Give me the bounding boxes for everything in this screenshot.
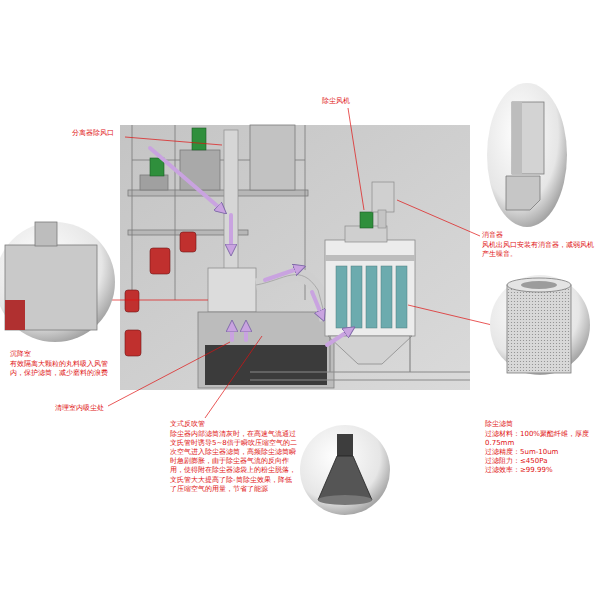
callout-heading: 除尘滤筒 bbox=[485, 420, 595, 429]
callout-group: 沉降室有效隔离大颗粒的丸料吸入风管内，保护滤筒，减少磨料的浪费 bbox=[10, 350, 118, 378]
callout-group: 除尘风机 bbox=[322, 97, 382, 106]
callout-text: 分离器除风口 bbox=[72, 129, 152, 138]
callout-text: 过滤精度：5um-10um bbox=[485, 448, 595, 457]
callout-heading: 消音器 bbox=[482, 231, 597, 240]
callout-text: 除尘器内部滤筒清灰时，在高速气流通过文氏管时诱导5~8倍于瞬吹压缩空气的二次空气… bbox=[170, 430, 298, 494]
callout-group: 文式反吹管除尘器内部滤筒清灰时，在高速气流通过文氏管时诱导5~8倍于瞬吹压缩空气… bbox=[170, 420, 298, 494]
callout-group: 消音器风机出风口安装有消音器，减弱风机产生噪音。 bbox=[482, 231, 597, 259]
callout-heading: 沉降室 bbox=[10, 350, 118, 359]
callout-text: 过滤材料：100%聚酯纤维，厚度0.75mm bbox=[485, 430, 595, 448]
callout-text: 过滤效率：≥99.99% bbox=[485, 466, 595, 475]
callout-text: 有效隔离大颗粒的丸料吸入风管内，保护滤筒，减少磨料的浪费 bbox=[10, 360, 118, 378]
callout-heading: 文式反吹管 bbox=[170, 420, 298, 429]
callout-text: 除尘风机 bbox=[322, 97, 382, 106]
callout-text: 风机出风口安装有消音器，减弱风机产生噪音。 bbox=[482, 241, 597, 259]
callout-text: 清理室内吸尘处 bbox=[55, 404, 135, 413]
callout-group: 清理室内吸尘处 bbox=[55, 404, 135, 413]
callout-group: 分离器除风口 bbox=[72, 129, 152, 138]
callout-text: 过滤阻力：≤450Pa bbox=[485, 457, 595, 466]
callout-group: 除尘滤筒过滤材料：100%聚酯纤维，厚度0.75mm过滤精度：5um-10um过… bbox=[485, 420, 595, 476]
